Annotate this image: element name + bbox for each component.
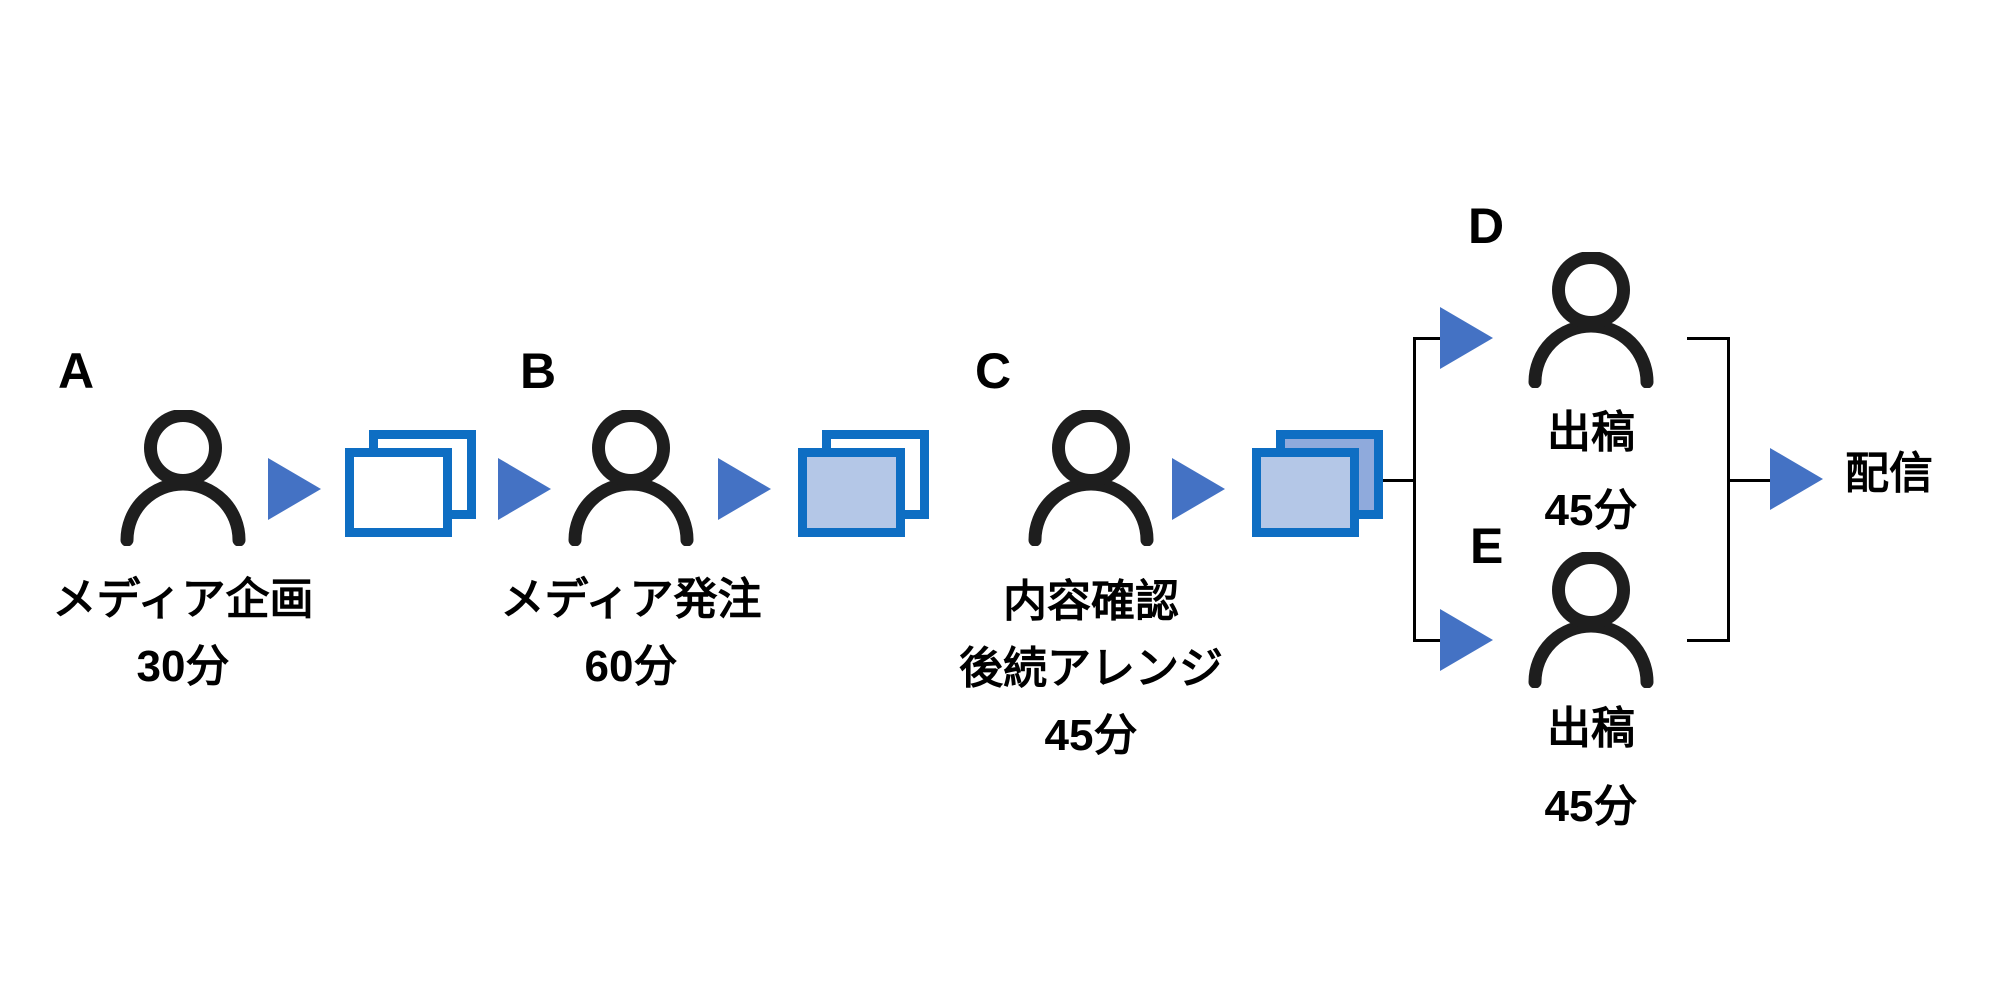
step-e-text: 出稿 45分 bbox=[1471, 690, 1711, 846]
merge-bracket-bottom-tick bbox=[1687, 639, 1729, 642]
step-b-label: B bbox=[520, 343, 557, 399]
merge-bracket-top-tick bbox=[1687, 337, 1729, 340]
flow-arrow-3-icon bbox=[718, 458, 771, 520]
split-bracket-bottom-tick bbox=[1414, 639, 1441, 642]
person-d-body bbox=[1528, 319, 1654, 388]
flow-arrow-d-icon bbox=[1440, 307, 1493, 369]
step-c-task2: 後続アレンジ bbox=[959, 644, 1223, 693]
connector-docs-to-split bbox=[1383, 479, 1415, 482]
step-e-duration: 45分 bbox=[1544, 782, 1638, 831]
flow-arrow-1-icon bbox=[268, 458, 321, 520]
merge-bracket-vertical bbox=[1727, 337, 1730, 642]
person-c-body bbox=[1028, 477, 1154, 546]
documents-1-front-card bbox=[345, 448, 452, 537]
flow-arrow-final-shape bbox=[1770, 448, 1823, 510]
step-c-task: 内容確認 bbox=[1003, 577, 1179, 626]
flow-arrow-e-shape bbox=[1440, 609, 1493, 671]
step-c-duration: 45分 bbox=[1044, 711, 1138, 760]
person-b-icon bbox=[568, 410, 694, 546]
step-d-task: 出稿 bbox=[1547, 408, 1635, 457]
step-d-duration: 45分 bbox=[1544, 486, 1638, 535]
step-c-text: 内容確認 後続アレンジ 45分 bbox=[911, 568, 1271, 769]
documents-3-front-card bbox=[1252, 448, 1359, 537]
person-b-head bbox=[592, 410, 670, 487]
flow-arrow-e-icon bbox=[1440, 609, 1493, 671]
person-a-body bbox=[120, 477, 246, 546]
step-a-duration: 30分 bbox=[136, 642, 230, 691]
step-a-label: A bbox=[58, 343, 95, 399]
documents-3-icon bbox=[1252, 430, 1383, 537]
step-b-task: メディア発注 bbox=[500, 575, 762, 624]
split-bracket-top-tick bbox=[1414, 337, 1441, 340]
step-d-text: 出稿 45分 bbox=[1471, 394, 1711, 550]
step-a-text: メディア企画 30分 bbox=[23, 566, 343, 700]
step-e-label: E bbox=[1470, 518, 1504, 574]
documents-2-icon bbox=[798, 430, 929, 537]
flow-arrow-3-shape bbox=[718, 458, 771, 520]
step-d-label: D bbox=[1468, 198, 1505, 254]
person-d-icon bbox=[1528, 252, 1654, 388]
connector-merge-to-end bbox=[1729, 479, 1771, 482]
documents-2-front-card bbox=[798, 448, 905, 537]
step-e-task: 出稿 bbox=[1547, 704, 1635, 753]
person-d-head bbox=[1552, 252, 1630, 329]
step-c-label: C bbox=[975, 343, 1012, 399]
documents-1-icon bbox=[345, 430, 476, 537]
flow-arrow-2-shape bbox=[498, 458, 551, 520]
person-c-head bbox=[1052, 410, 1130, 487]
flow-arrow-4-icon bbox=[1172, 458, 1225, 520]
flow-arrow-final-icon bbox=[1770, 448, 1823, 510]
person-e-icon bbox=[1528, 552, 1654, 688]
split-bracket-vertical bbox=[1413, 337, 1416, 642]
person-b-body bbox=[568, 477, 694, 546]
person-e-head bbox=[1552, 552, 1630, 629]
flow-arrow-2-icon bbox=[498, 458, 551, 520]
step-b-text: メディア発注 60分 bbox=[471, 566, 791, 700]
person-a-head bbox=[144, 410, 222, 487]
flow-arrow-4-shape bbox=[1172, 458, 1225, 520]
person-c-icon bbox=[1028, 410, 1154, 546]
step-a-task: メディア企画 bbox=[52, 575, 314, 624]
end-label: 配信 bbox=[1845, 449, 1933, 498]
step-b-duration: 60分 bbox=[584, 642, 678, 691]
person-a-icon bbox=[120, 410, 246, 546]
flow-arrow-1-shape bbox=[268, 458, 321, 520]
flow-arrow-d-shape bbox=[1440, 307, 1493, 369]
person-e-body bbox=[1528, 619, 1654, 688]
